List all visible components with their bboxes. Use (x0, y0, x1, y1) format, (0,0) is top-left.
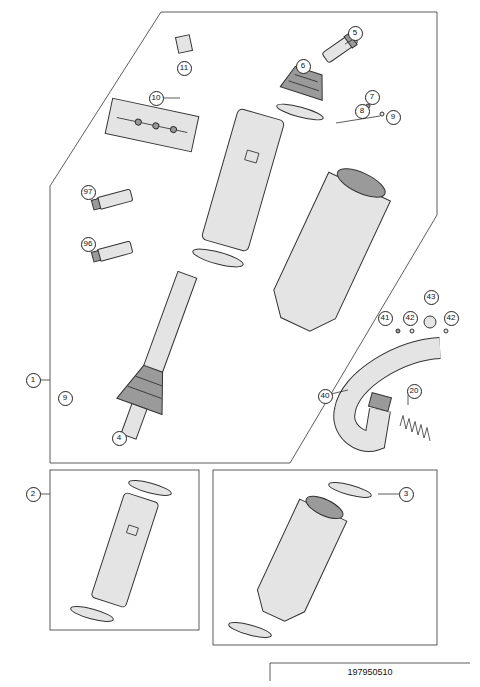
callout-number: 4 (117, 434, 121, 442)
callout-number: 9 (63, 394, 67, 402)
callout-number: 6 (301, 62, 305, 70)
callout-number: 8 (360, 107, 364, 115)
callout-number: 9 (386, 110, 401, 125)
callout-number: 7 (365, 90, 380, 105)
callout-number: 42 (447, 314, 456, 322)
callout-number: 5 (348, 26, 363, 41)
callout-number: 2 (26, 487, 41, 502)
callout-number: 1 (31, 376, 35, 384)
callout-number: 2 (31, 490, 35, 498)
callout-number: 41 (381, 314, 390, 322)
callout-number: 20 (407, 384, 422, 399)
callout-number: 11 (180, 64, 188, 72)
callout-number: 96 (81, 237, 96, 252)
callout-number: 4 (112, 431, 127, 446)
callout-number: 40 (318, 389, 333, 404)
callout-number: 42 (444, 311, 459, 326)
kit-frame (213, 470, 437, 645)
callout-number: 1 (26, 373, 41, 388)
kit-frame (50, 12, 437, 463)
callout-number: 97 (81, 185, 96, 200)
part-number: 197950510 (347, 667, 392, 677)
callout-number: 7 (370, 93, 374, 101)
callout-number: 3 (404, 490, 408, 498)
callout-number: 3 (399, 487, 414, 502)
callout-number: 9 (391, 113, 395, 121)
callout-number: 42 (403, 311, 418, 326)
callout-number: 5 (353, 29, 357, 37)
kit-frame (50, 470, 199, 630)
callout-number: 43 (427, 293, 436, 301)
callout-number: 97 (84, 188, 93, 196)
callout-number: 11 (177, 61, 192, 76)
callout-number: 20 (410, 387, 419, 395)
callout-number: 41 (378, 311, 393, 326)
callout-number: 8 (355, 104, 370, 119)
callout-number: 96 (84, 240, 93, 248)
callout-number: 6 (296, 59, 311, 74)
callout-number: 43 (424, 290, 439, 305)
callout-number: 9 (58, 391, 73, 406)
callout-number: 10 (149, 91, 164, 106)
callout-number: 40 (321, 392, 330, 400)
callout-number: 10 (152, 94, 161, 102)
callout-number: 42 (406, 314, 415, 322)
